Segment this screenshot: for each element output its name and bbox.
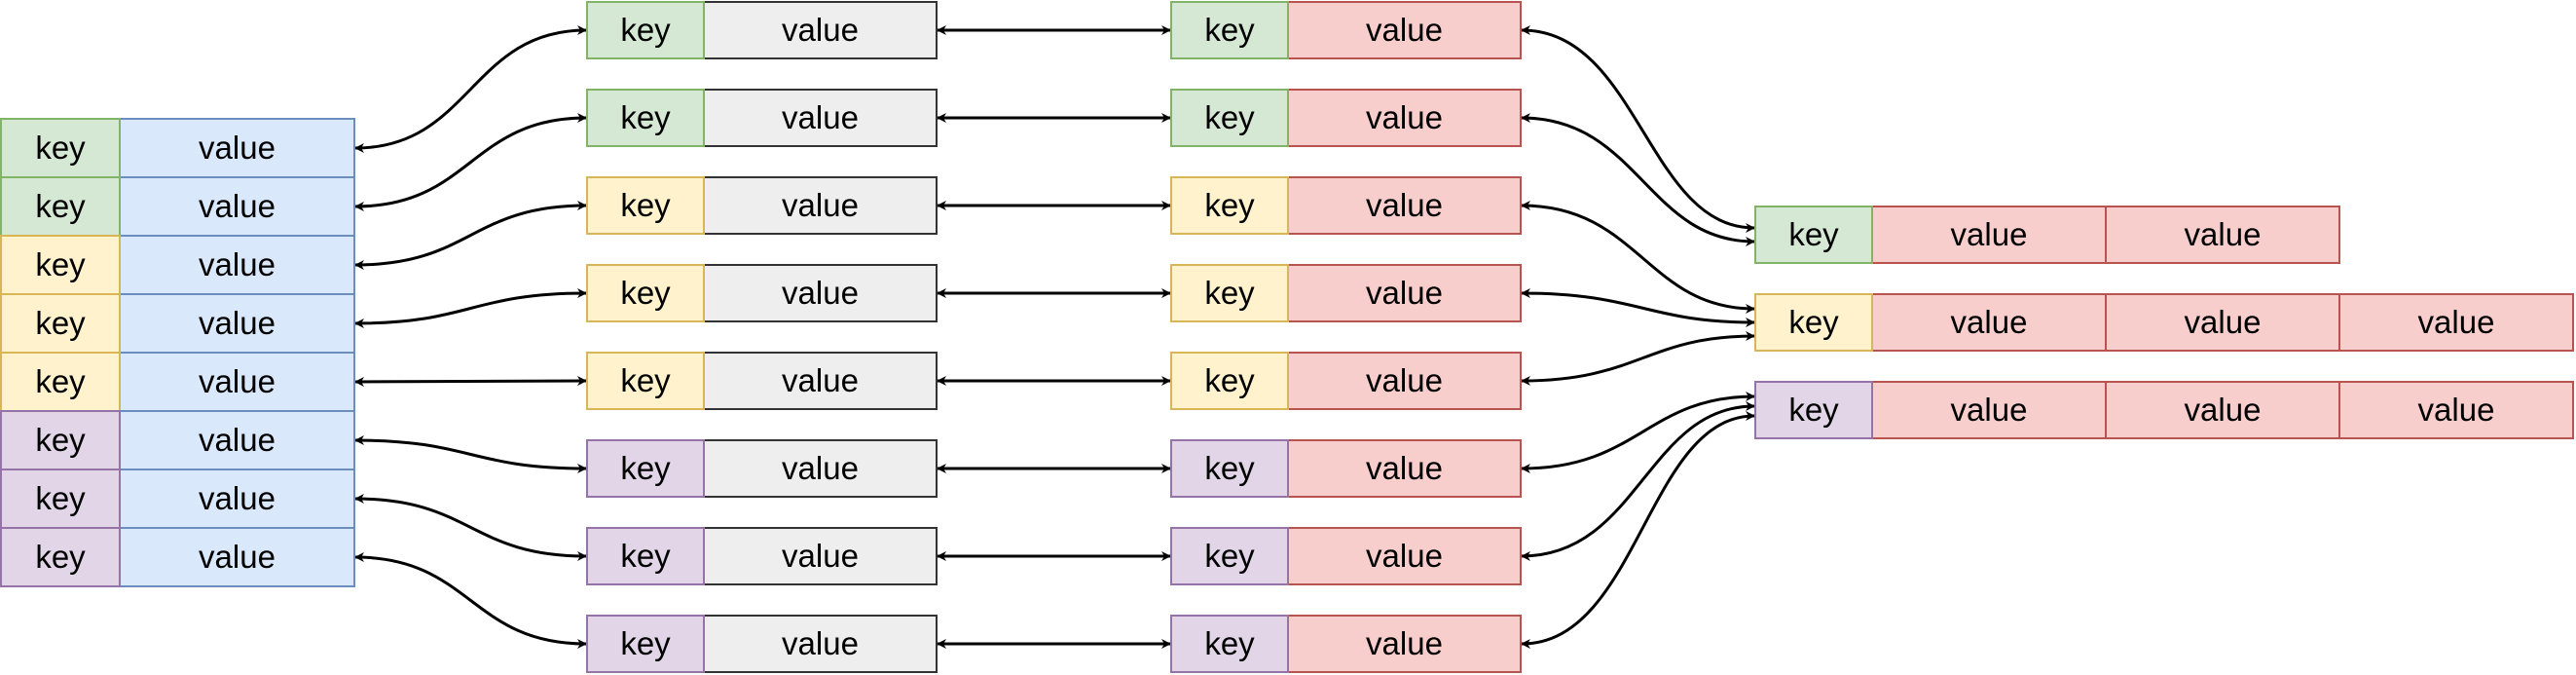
connector-mapped-to-grouped-6 bbox=[1521, 401, 1755, 561]
source-row-0-value: value bbox=[119, 118, 355, 178]
grouped-row-1-key: key bbox=[1754, 293, 1873, 352]
source-row-7-value: value bbox=[119, 527, 355, 587]
mapped-pair-0-key: key bbox=[1170, 1, 1289, 59]
mapped-pair-1-value: value bbox=[1287, 89, 1522, 147]
grouped-row-1-value-1: value bbox=[2105, 293, 2340, 352]
mapped-pair-2-value: value bbox=[1287, 176, 1522, 235]
middle-pair-4-key: key bbox=[586, 352, 705, 410]
grouped-row-0-value-0: value bbox=[1871, 206, 2107, 264]
grouped-row-2-value-0: value bbox=[1871, 381, 2107, 439]
middle-pair-4-value: value bbox=[703, 352, 938, 410]
middle-pair-7-key: key bbox=[586, 615, 705, 673]
mapped-pair-4-value: value bbox=[1287, 352, 1522, 410]
mapped-pair-5-key: key bbox=[1170, 439, 1289, 498]
source-row-6-value: value bbox=[119, 469, 355, 529]
source-row-4-key: key bbox=[0, 352, 121, 412]
mapped-pair-6-value: value bbox=[1287, 527, 1522, 585]
grouped-row-2-value-1: value bbox=[2105, 381, 2340, 439]
connector-source-to-middle-5 bbox=[354, 435, 587, 473]
source-row-1-value: value bbox=[119, 176, 355, 237]
mapped-pair-7-value: value bbox=[1287, 615, 1522, 673]
connector-mapped-to-grouped-3 bbox=[1521, 288, 1755, 327]
mapped-pair-4-key: key bbox=[1170, 352, 1289, 410]
connector-source-to-middle-6 bbox=[354, 494, 587, 561]
connector-source-to-middle-7 bbox=[354, 552, 587, 649]
source-row-0-key: key bbox=[0, 118, 121, 178]
middle-pair-0-key: key bbox=[586, 1, 705, 59]
middle-pair-7-value: value bbox=[703, 615, 938, 673]
source-row-2-value: value bbox=[119, 235, 355, 295]
connector-source-to-middle-2 bbox=[354, 201, 587, 270]
middle-pair-2-value: value bbox=[703, 176, 938, 235]
grouped-row-0-key: key bbox=[1754, 206, 1873, 264]
source-row-5-value: value bbox=[119, 410, 355, 470]
grouped-row-0-value-1: value bbox=[2105, 206, 2340, 264]
middle-pair-3-key: key bbox=[586, 264, 705, 322]
middle-pair-6-value: value bbox=[703, 527, 938, 585]
grouped-row-2-key: key bbox=[1754, 381, 1873, 439]
connector-source-to-middle-0 bbox=[354, 25, 587, 153]
mapped-pair-2-key: key bbox=[1170, 176, 1289, 235]
middle-pair-0-value: value bbox=[703, 1, 938, 59]
connector-mapped-to-grouped-7 bbox=[1521, 411, 1755, 649]
mapped-pair-3-value: value bbox=[1287, 264, 1522, 322]
middle-pair-2-key: key bbox=[586, 176, 705, 235]
source-row-3-key: key bbox=[0, 293, 121, 354]
connector-source-to-middle-3 bbox=[354, 288, 587, 328]
connector-mapped-to-grouped-0 bbox=[1521, 25, 1755, 233]
connector-mapped-to-grouped-4 bbox=[1521, 331, 1755, 386]
source-row-1-key: key bbox=[0, 176, 121, 237]
middle-pair-5-value: value bbox=[703, 439, 938, 498]
source-row-3-value: value bbox=[119, 293, 355, 354]
mapped-pair-3-key: key bbox=[1170, 264, 1289, 322]
grouped-row-1-value-0: value bbox=[1871, 293, 2107, 352]
middle-pair-5-key: key bbox=[586, 439, 705, 498]
middle-pair-1-key: key bbox=[586, 89, 705, 147]
source-row-5-key: key bbox=[0, 410, 121, 470]
source-row-2-key: key bbox=[0, 235, 121, 295]
mapped-pair-6-key: key bbox=[1170, 527, 1289, 585]
connector-source-to-middle-4 bbox=[354, 376, 587, 387]
connector-mapped-to-grouped-5 bbox=[1521, 392, 1755, 473]
grouped-row-2-value-2: value bbox=[2338, 381, 2574, 439]
mapped-pair-0-value: value bbox=[1287, 1, 1522, 59]
connector-mapped-to-grouped-1 bbox=[1521, 113, 1755, 246]
connector-mapped-to-grouped-2 bbox=[1521, 201, 1755, 314]
middle-pair-3-value: value bbox=[703, 264, 938, 322]
source-row-7-key: key bbox=[0, 527, 121, 587]
source-row-4-value: value bbox=[119, 352, 355, 412]
mapped-pair-5-value: value bbox=[1287, 439, 1522, 498]
middle-pair-1-value: value bbox=[703, 89, 938, 147]
mapped-pair-7-key: key bbox=[1170, 615, 1289, 673]
grouped-row-1-value-2: value bbox=[2338, 293, 2574, 352]
mapped-pair-1-key: key bbox=[1170, 89, 1289, 147]
connector-source-to-middle-1 bbox=[354, 113, 587, 211]
middle-pair-6-key: key bbox=[586, 527, 705, 585]
source-row-6-key: key bbox=[0, 469, 121, 529]
